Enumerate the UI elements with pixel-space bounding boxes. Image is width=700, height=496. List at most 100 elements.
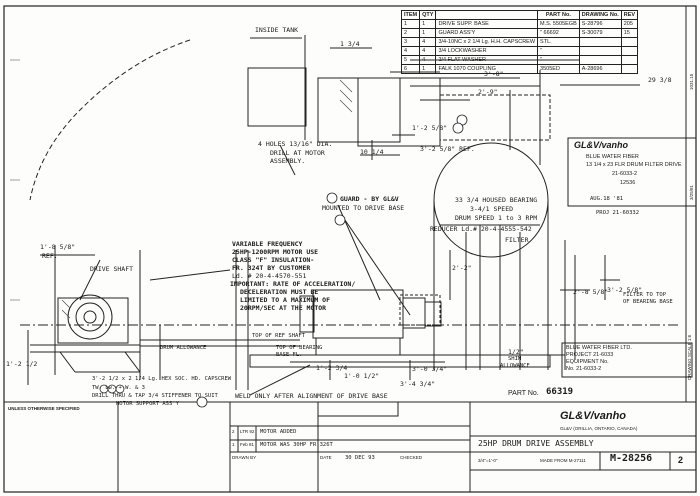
accel-note: DECELERATION MUST BE <box>240 288 319 296</box>
guard-callout: MOUNTED TO DRIVE BASE <box>322 204 405 212</box>
top-bearing-label: BASE FL. <box>276 352 303 358</box>
bom-rev <box>620 55 639 65</box>
bom-row: 2 1 GUARD ASS'Y " 66692 S-30079 15 <box>400 28 639 38</box>
bom-desc: FALK 1070 COUPLING <box>435 64 539 74</box>
bearing-label: DRUM SPEED 1 to 3 RPM <box>455 214 538 222</box>
bom-header: QTY <box>419 10 437 20</box>
mount-note: TW. Lw. + W. & 3 <box>92 385 145 391</box>
rev-desc: MOTOR ADDED <box>260 429 297 435</box>
dim-label: 2'-8 5/8" <box>573 288 609 296</box>
stamp-logo: GL&V/vanho <box>574 140 629 150</box>
stamp-proj: PROJ 21-60332 <box>596 210 640 216</box>
bom-desc: 3/4-10NC x 2 1/4 Lg. H.H. CAPSCREW <box>435 37 539 47</box>
vfd-note: 25HP-1200RPM MOTOR USE <box>232 248 319 256</box>
bom-rev <box>620 46 639 56</box>
dim-label: 3'-8" <box>484 70 504 78</box>
tolerance-header: UNLESS OTHERWISE SPECIFIED <box>8 406 80 411</box>
drum-allowance-label: DRUM ALLOWANCE <box>160 345 207 351</box>
stamp-text: 12536 <box>620 180 636 186</box>
rev-date: LTR 92 <box>240 429 255 434</box>
side-number: 1031.15 <box>689 73 694 90</box>
bom-row: 5 4 3/4 FLAT WASHER " <box>400 55 639 65</box>
drawing-rev: 2 <box>678 455 684 465</box>
mount-note: MOTOR SUPPORT ASS'Y <box>116 401 179 407</box>
date-value: 30 DEC 93 <box>345 455 375 461</box>
bom-item: 3 <box>400 37 421 47</box>
bom-dwg: A-28696 <box>578 64 622 74</box>
vfd-note: Ld. # 20-4-4570-551 <box>232 272 307 280</box>
dim-label: 1'-2 5/8" <box>412 124 448 132</box>
mount-note: 3'-2 1/2 x 2 1/4 Lg. HEX SOC. HD. CAPSCR… <box>92 376 232 382</box>
bom-rev <box>620 37 639 47</box>
dim-label: 3'-2 5/8" REF. <box>420 145 475 153</box>
bom-part: STL. <box>537 37 580 47</box>
bill-of-materials: ITEM QTY PART No. DRAWING No. REV 1 1 DR… <box>400 10 639 74</box>
bom-part: " <box>537 55 580 65</box>
filter-label: FILTER <box>505 236 529 244</box>
vfd-note: FR. 324T BY CUSTOMER <box>232 264 311 272</box>
ref-label: REF. <box>42 252 58 260</box>
rev-desc: MOTOR WAS 30HP FR 326T <box>260 442 333 448</box>
stamp-text: 13 1/4 x 23 FLR DRUM FILTER DRIVE <box>586 162 682 168</box>
customer-text: BLUE WATER FIBER LTD. <box>566 345 632 351</box>
dim-label: 1'-2 1/2 <box>6 360 38 368</box>
dim-label: 1'-0 1/2" <box>344 372 380 380</box>
shim-label: SHIM <box>508 356 522 362</box>
checked-label: CHECKED <box>400 455 423 460</box>
bom-rev: 15 <box>620 28 639 38</box>
bom-qty: 1 <box>419 28 437 38</box>
stamp-text: BLUE WATER FIBER <box>586 154 639 160</box>
stamp-date: AUG.18 '81 <box>590 196 624 202</box>
drawing-scale: 3/4"=1'-0" <box>478 458 498 463</box>
bom-qty: 4 <box>419 55 437 65</box>
bom-row: 4 4 3/4 LOCKWASHER " <box>400 46 639 56</box>
bom-item: 1 <box>400 19 421 29</box>
bom-row: 3 4 3/4-10NC x 2 1/4 Lg. H.H. CAPSCREW S… <box>400 37 639 47</box>
vfd-note: CLASS "F" INSULATION- <box>232 256 315 264</box>
bom-rev: 205 <box>620 19 639 29</box>
bearing-label: 33 3/4 HOUSED BEARING <box>455 196 538 204</box>
bom-qty: 1 <box>419 19 437 29</box>
dim-label: 2'-9" <box>478 88 498 96</box>
bom-header: REV <box>620 10 639 20</box>
bom-dwg <box>578 37 622 47</box>
date-label: DATE <box>320 455 332 460</box>
filter-top-label: FILTER TO TOP <box>623 292 667 298</box>
bom-dwg: S-30079 <box>578 28 622 38</box>
top-bearing-label: TOP OF BEARING <box>276 345 323 351</box>
bom-dwg <box>578 55 622 65</box>
bom-row: 6 1 FALK 1070 COUPLING 3505ED A-28696 <box>400 64 639 74</box>
holes-note: DRILL AT MOTOR <box>270 149 325 157</box>
company-sub: GL&V (ORILLIA, ONTARIO, CANADA) <box>560 426 638 431</box>
rev-date: Feb 81 <box>240 442 255 447</box>
bom-item: 2 <box>400 28 421 38</box>
bom-desc: 3/4 LOCKWASHER <box>435 46 539 56</box>
bom-part: M.S. 5505EGB <box>537 19 580 29</box>
drawing-title: 25HP DRUM DRIVE ASSEMBLY <box>478 439 594 448</box>
accel-note: LIMITED TO A MAXIMUM OF <box>240 296 331 304</box>
bom-part: " 66692 <box>537 28 580 38</box>
drawn-label: DRAWN BY <box>232 455 257 460</box>
bom-item: 5 <box>400 55 421 65</box>
bom-item: 4 <box>400 46 421 56</box>
allowance-label: ALLOWANCE <box>500 363 530 369</box>
filter-top-label: OF BEARING BASE <box>623 299 673 305</box>
stamp-text: 21-6033-2 <box>612 171 638 177</box>
holes-note: ASSEMBLY. <box>270 157 306 165</box>
mount-note: DRILL THRU & TAP 3/4 STIFFENER TO SUIT <box>92 393 218 399</box>
company-logo: GL&V/vanho <box>560 410 627 422</box>
dim-label: 1'-2 3/4 <box>316 364 348 372</box>
bom-rev <box>620 64 639 74</box>
guard-callout: GUARD - BY GL&V <box>340 195 399 203</box>
bom-qty: 1 <box>419 64 437 74</box>
customer-text: No. 21-6033-2 <box>566 366 602 372</box>
bom-part: " <box>537 46 580 56</box>
made-from: MADE FROM M-27111 <box>540 458 586 463</box>
vfd-note: VARIABLE FREQUENCY <box>232 240 303 248</box>
dim-label: 3'-0 3/4" <box>412 365 448 373</box>
rev-number: 2 <box>232 429 235 434</box>
reducer-label: REDUCER Ld.# 20-4-4555-542 <box>430 225 532 233</box>
bom-part: 3505ED <box>537 64 580 74</box>
